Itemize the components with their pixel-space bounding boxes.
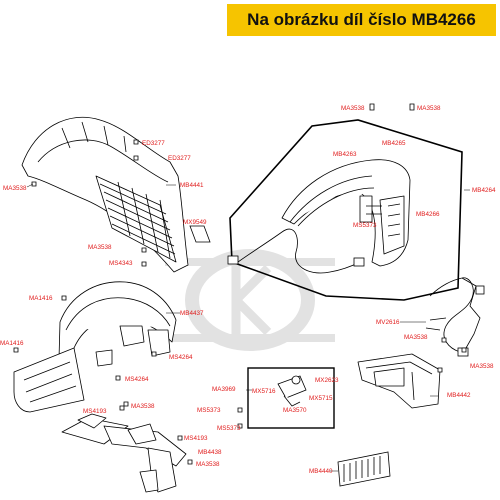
- wire-harness-part: [425, 277, 485, 357]
- part-label-ED3277-b: ED3277: [168, 155, 191, 162]
- part-label-MX2623: MX2623: [315, 377, 339, 384]
- part-label-MB4265: MB4265: [382, 140, 406, 147]
- part-label-MS4343: MS4343: [109, 260, 133, 267]
- part-label-MA3538-left: MA3538: [3, 185, 27, 192]
- part-label-MB4441: MB4441: [180, 182, 204, 189]
- part-labels: ED3277 ED3277 MA3538 MB4441 MX9549 MA353…: [0, 105, 496, 475]
- part-label-MS4264-b: MS4264: [125, 376, 149, 383]
- part-label-MA3538-right-b: MA3538: [470, 363, 494, 370]
- leader-lines: [26, 183, 470, 472]
- part-label-MX9549: MX9549: [183, 219, 207, 226]
- tail-light-group-outline: [229, 119, 463, 301]
- part-label-MA3538-low: MA3538: [131, 403, 155, 410]
- part-label-MB4440: MB4440: [309, 468, 333, 475]
- part-label-MB4442: MB4442: [447, 392, 471, 399]
- part-label-MV2616: MV2616: [376, 319, 400, 326]
- part-label-MA3538-mid: MA3538: [88, 244, 112, 251]
- part-label-MB4437: MB4437: [180, 310, 204, 317]
- part-label-MA3538-top-right: MA3538: [417, 105, 441, 112]
- part-label-MX5716: MX5716: [252, 388, 276, 395]
- part-label-MS4193-b: MS4193: [184, 435, 208, 442]
- part-label-MX5715: MX5715: [309, 395, 333, 402]
- tail-light-part: [281, 159, 411, 267]
- part-label-MA3570: MA3570: [283, 407, 307, 414]
- part-label-MS4264-a: MS4264: [169, 354, 193, 361]
- part-label-MB4264: MB4264: [472, 187, 496, 194]
- part-label-MS5373-box: MS5373: [353, 222, 377, 229]
- part-label-MA3538-right-a: MA3538: [404, 334, 428, 341]
- part-number-banner: Na obrázku díl číslo MB4266: [227, 4, 496, 36]
- part-label-ED3277-a: ED3277: [142, 140, 165, 147]
- tail-light-wiring: [227, 228, 365, 274]
- license-light-part: [277, 375, 307, 407]
- reflector-plate-part: [337, 451, 391, 487]
- inner-guard-part: [21, 116, 189, 273]
- part-label-MS4193-a: MS4193: [83, 408, 107, 415]
- part-label-MB4438: MB4438: [198, 449, 222, 456]
- part-label-MA3538-top-left: MA3538: [341, 105, 365, 112]
- tray-part: [357, 353, 441, 409]
- part-label-MS5373-b: MS5373: [217, 425, 241, 432]
- part-label-MA3538-bottom: MA3538: [196, 461, 220, 468]
- banner-text: Na obrázku díl číslo MB4266: [247, 10, 476, 29]
- rear-mudguard-part: [13, 281, 177, 413]
- part-label-MA1416-a: MA1416: [29, 295, 53, 302]
- part-label-MS5373-a: MS5373: [197, 407, 221, 414]
- lower-bracket-part: [61, 413, 187, 493]
- part-label-MA3969: MA3969: [212, 386, 236, 393]
- inner-guard-clip: [189, 225, 211, 243]
- part-label-MB4266: MB4266: [416, 211, 440, 218]
- fasteners: [13, 103, 467, 465]
- part-label-MA1416-b: MA1416: [0, 340, 24, 347]
- part-label-MB4263: MB4263: [333, 151, 357, 158]
- license-light-group-outline: [247, 367, 335, 429]
